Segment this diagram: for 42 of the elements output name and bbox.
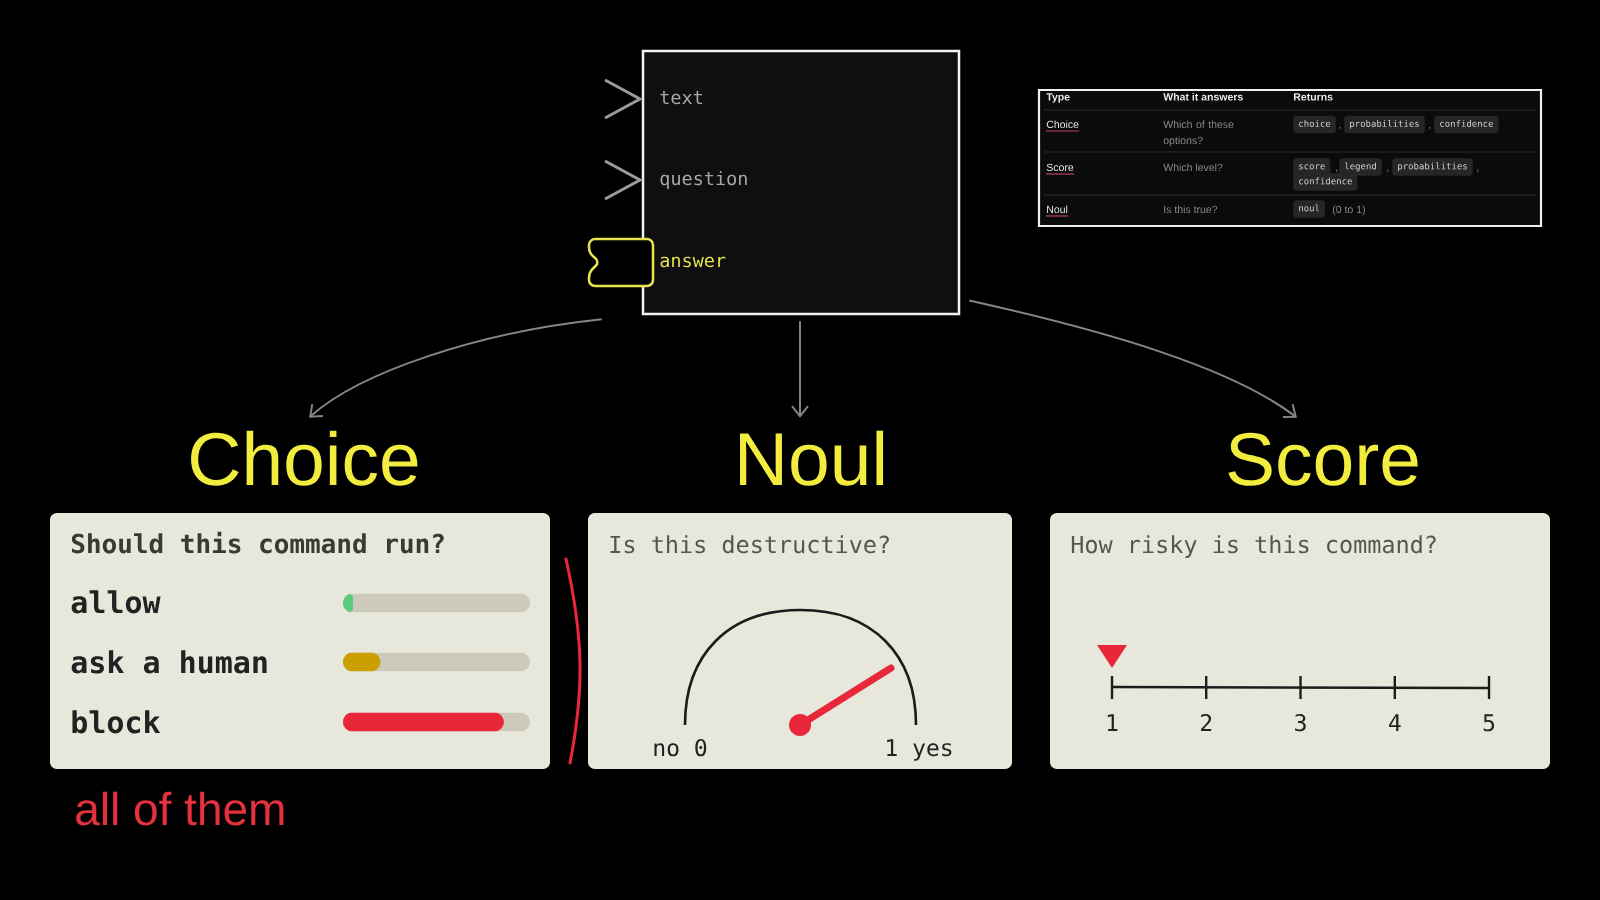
option-label: allow xyxy=(71,590,161,614)
arrow xyxy=(309,318,603,418)
link-text: Noul xyxy=(1045,205,1069,217)
question-text: How risky is this command? xyxy=(1071,535,1436,558)
code-chip: legend xyxy=(1339,158,1382,176)
list-comma: , xyxy=(1336,169,1338,173)
option-label: ask a human xyxy=(71,650,267,674)
code-chip: noul xyxy=(1293,200,1325,218)
gauge-label: 1 yes xyxy=(887,739,952,761)
heading: Score xyxy=(1228,432,1418,486)
port-label: question xyxy=(660,170,747,189)
column-header: What it answers xyxy=(1163,92,1243,101)
tick-label: 4 xyxy=(1389,714,1401,731)
list-comma: , xyxy=(1429,126,1431,130)
code-chip: probabilities xyxy=(1392,158,1473,176)
heading: Choice xyxy=(191,430,418,486)
tick-label: 5 xyxy=(1483,714,1495,732)
tick-label: 2 xyxy=(1201,713,1212,731)
list-comma: , xyxy=(1477,169,1479,173)
option-label: block xyxy=(72,710,161,734)
range-note: (0 to 1) xyxy=(1332,205,1365,216)
question-text: Should this command run? xyxy=(71,531,444,554)
arrow xyxy=(968,299,1297,419)
tick-label: 3 xyxy=(1295,713,1306,732)
gauge-label: no 0 xyxy=(654,738,707,757)
list-comma: , xyxy=(1339,126,1341,130)
table-cell: Which of these options? xyxy=(1163,120,1234,147)
table-cell: Is this true? xyxy=(1164,205,1218,214)
annotation: all of them xyxy=(76,791,284,826)
port-label: answer xyxy=(660,256,726,268)
arrow xyxy=(791,320,809,418)
column-header: Type xyxy=(1046,93,1070,103)
column-header: Returns xyxy=(1294,93,1333,101)
link-text: Choice xyxy=(1045,120,1080,132)
tick-label: 1 xyxy=(1107,714,1118,731)
heading: Noul xyxy=(740,430,884,486)
table-cell: Which level? xyxy=(1163,163,1223,172)
list-comma: , xyxy=(1387,169,1389,173)
question-text: Is this destructive? xyxy=(610,535,889,554)
link-text: Score xyxy=(1045,163,1075,175)
code-chip: confidence xyxy=(1293,173,1358,191)
port-label: text xyxy=(660,91,702,105)
